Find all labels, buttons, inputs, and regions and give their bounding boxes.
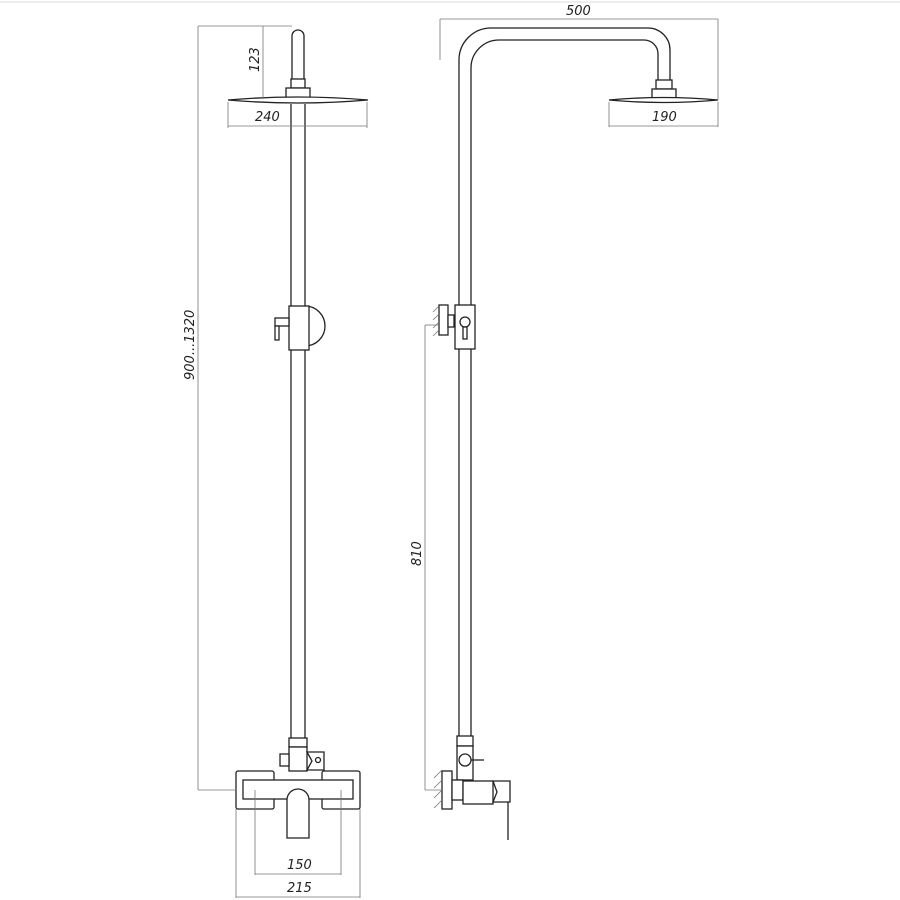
diverter-collar: [288, 737, 308, 748]
wall-plate-top: [438, 304, 449, 336]
side-shower-head: [608, 96, 719, 104]
spout: [286, 788, 310, 839]
bracket-stem-top: [447, 314, 455, 328]
slider-disc: [304, 305, 326, 347]
side-arm-nut: [655, 79, 673, 90]
label-bracket-height: 810: [410, 541, 425, 566]
arm-outer: [458, 27, 671, 300]
diverter-cap: [279, 753, 290, 767]
label-inlet-spacing: 150: [287, 858, 312, 873]
side-view: 500 190 810: [410, 4, 719, 840]
side-head-connector: [651, 88, 677, 99]
side-mixer-cap: [492, 780, 511, 803]
diverter-body: [288, 746, 308, 772]
wall-hatch-bottom: [433, 769, 443, 809]
shower-head: [227, 96, 369, 104]
inlet-stem: [451, 779, 464, 801]
slider-body: [288, 305, 310, 351]
slider-lever-side: [462, 326, 468, 340]
wall-hatch-top: [432, 305, 440, 337]
slider-knob-side: [459, 316, 471, 328]
side-diverter-knob: [458, 753, 472, 767]
diverter-screw: [314, 756, 322, 764]
label-head-diameter-front: 240: [255, 110, 280, 125]
label-arm-reach: 500: [566, 4, 591, 19]
front-view: 900...1320 123 240 150 215: [183, 25, 369, 898]
label-mixer-width: 215: [287, 881, 312, 896]
side-diverter-collar: [456, 735, 474, 747]
wall-plate-bottom: [441, 770, 453, 810]
slider-knob: [274, 317, 290, 327]
arm-inner: [470, 39, 659, 300]
slider-lever: [274, 325, 280, 341]
arm-nut: [290, 78, 306, 89]
label-total-height: 900...1320: [183, 310, 198, 380]
side-mixer-body: [462, 780, 494, 805]
label-head-diameter-side: 190: [652, 110, 677, 125]
head-arm: [291, 29, 305, 90]
label-head-arm-height: 123: [248, 47, 263, 72]
